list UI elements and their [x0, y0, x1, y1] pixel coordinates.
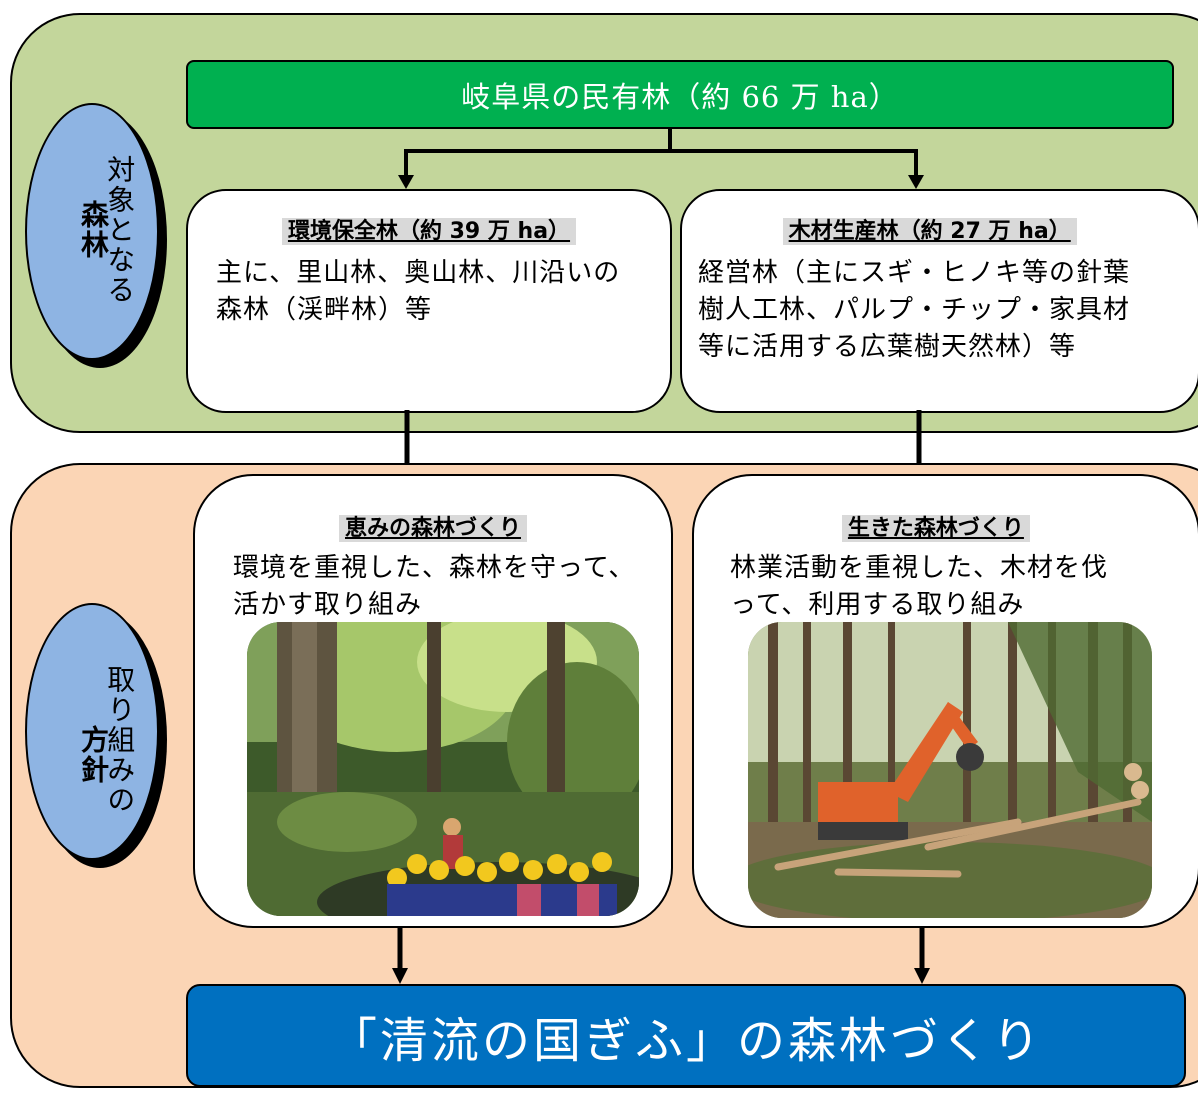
card-body-line: 森林（渓畔林）等 — [216, 295, 433, 325]
card-body-line: 主に、里山林、奥山林、川沿いの — [216, 258, 621, 288]
card-body: 環境を重視した、森林を守って、 活かす取り組み — [233, 550, 635, 624]
card-body-line: って、利用する取り組み — [730, 590, 1025, 620]
side-label-bold: 森林 — [77, 200, 110, 260]
card-body-line: 樹人工林、パルプ・チップ・家具材 — [698, 295, 1131, 325]
card-title: 恵みの森林づくり — [338, 515, 527, 542]
card-body: 主に、里山林、奥山林、川沿いの 森林（渓畔林）等 — [216, 255, 620, 329]
private-forest-header: 岐阜県の民有林（約 66 万 ha） — [186, 60, 1174, 129]
card-body-line: 林業活動を重視した、木材を伐 — [730, 553, 1109, 583]
card-title: 木材生産林（約 27 万 ha） — [782, 218, 1077, 245]
forestry-machine-photo — [748, 622, 1152, 918]
card-body: 経営林（主にスギ・ヒノキ等の針葉 樹人工林、パルプ・チップ・家具材 等に活用する… — [698, 255, 1130, 366]
seiryu-gifu-forest-footer: 「清流の国ぎふ」の森林づくり — [186, 984, 1186, 1087]
card-body-line: 等に活用する広葉樹天然林）等 — [698, 332, 1077, 362]
card-body-line: 経営林（主にスギ・ヒノキ等の針葉 — [698, 258, 1131, 288]
card-title: 環境保全林（約 39 万 ha） — [281, 218, 577, 245]
side-label-light: 取り組みの — [103, 665, 137, 815]
blessing-forest-card: 恵みの森林づくり 環境を重視した、森林を守って、 活かす取り組み — [193, 474, 673, 928]
side-label-light: 対象となる — [103, 155, 137, 305]
footer-arrows — [392, 926, 930, 984]
card-title: 生きた森林づくり — [841, 515, 1030, 542]
policy-oval: 取り組みの 方針 — [25, 603, 159, 860]
card-body: 林業活動を重視した、木材を伐 って、利用する取り組み — [730, 550, 1108, 624]
forest-education-photo — [247, 622, 639, 916]
card-body-line: 活かす取り組み — [233, 590, 423, 620]
timber-forest-card: 木材生産林（約 27 万 ha） 経営林（主にスギ・ヒノキ等の針葉 樹人工林、パ… — [680, 189, 1198, 413]
side-label-bold: 方針 — [77, 725, 110, 785]
environmental-forest-card: 環境保全林（約 39 万 ha） 主に、里山林、奥山林、川沿いの 森林（渓畔林）… — [186, 189, 672, 413]
living-forest-card: 生きた森林づくり 林業活動を重視した、木材を伐 って、利用する取り組み — [692, 474, 1198, 928]
card-body-line: 環境を重視した、森林を守って、 — [233, 553, 636, 583]
branch-arrows — [398, 127, 924, 189]
target-forest-oval: 対象となる 森林 — [25, 103, 159, 360]
